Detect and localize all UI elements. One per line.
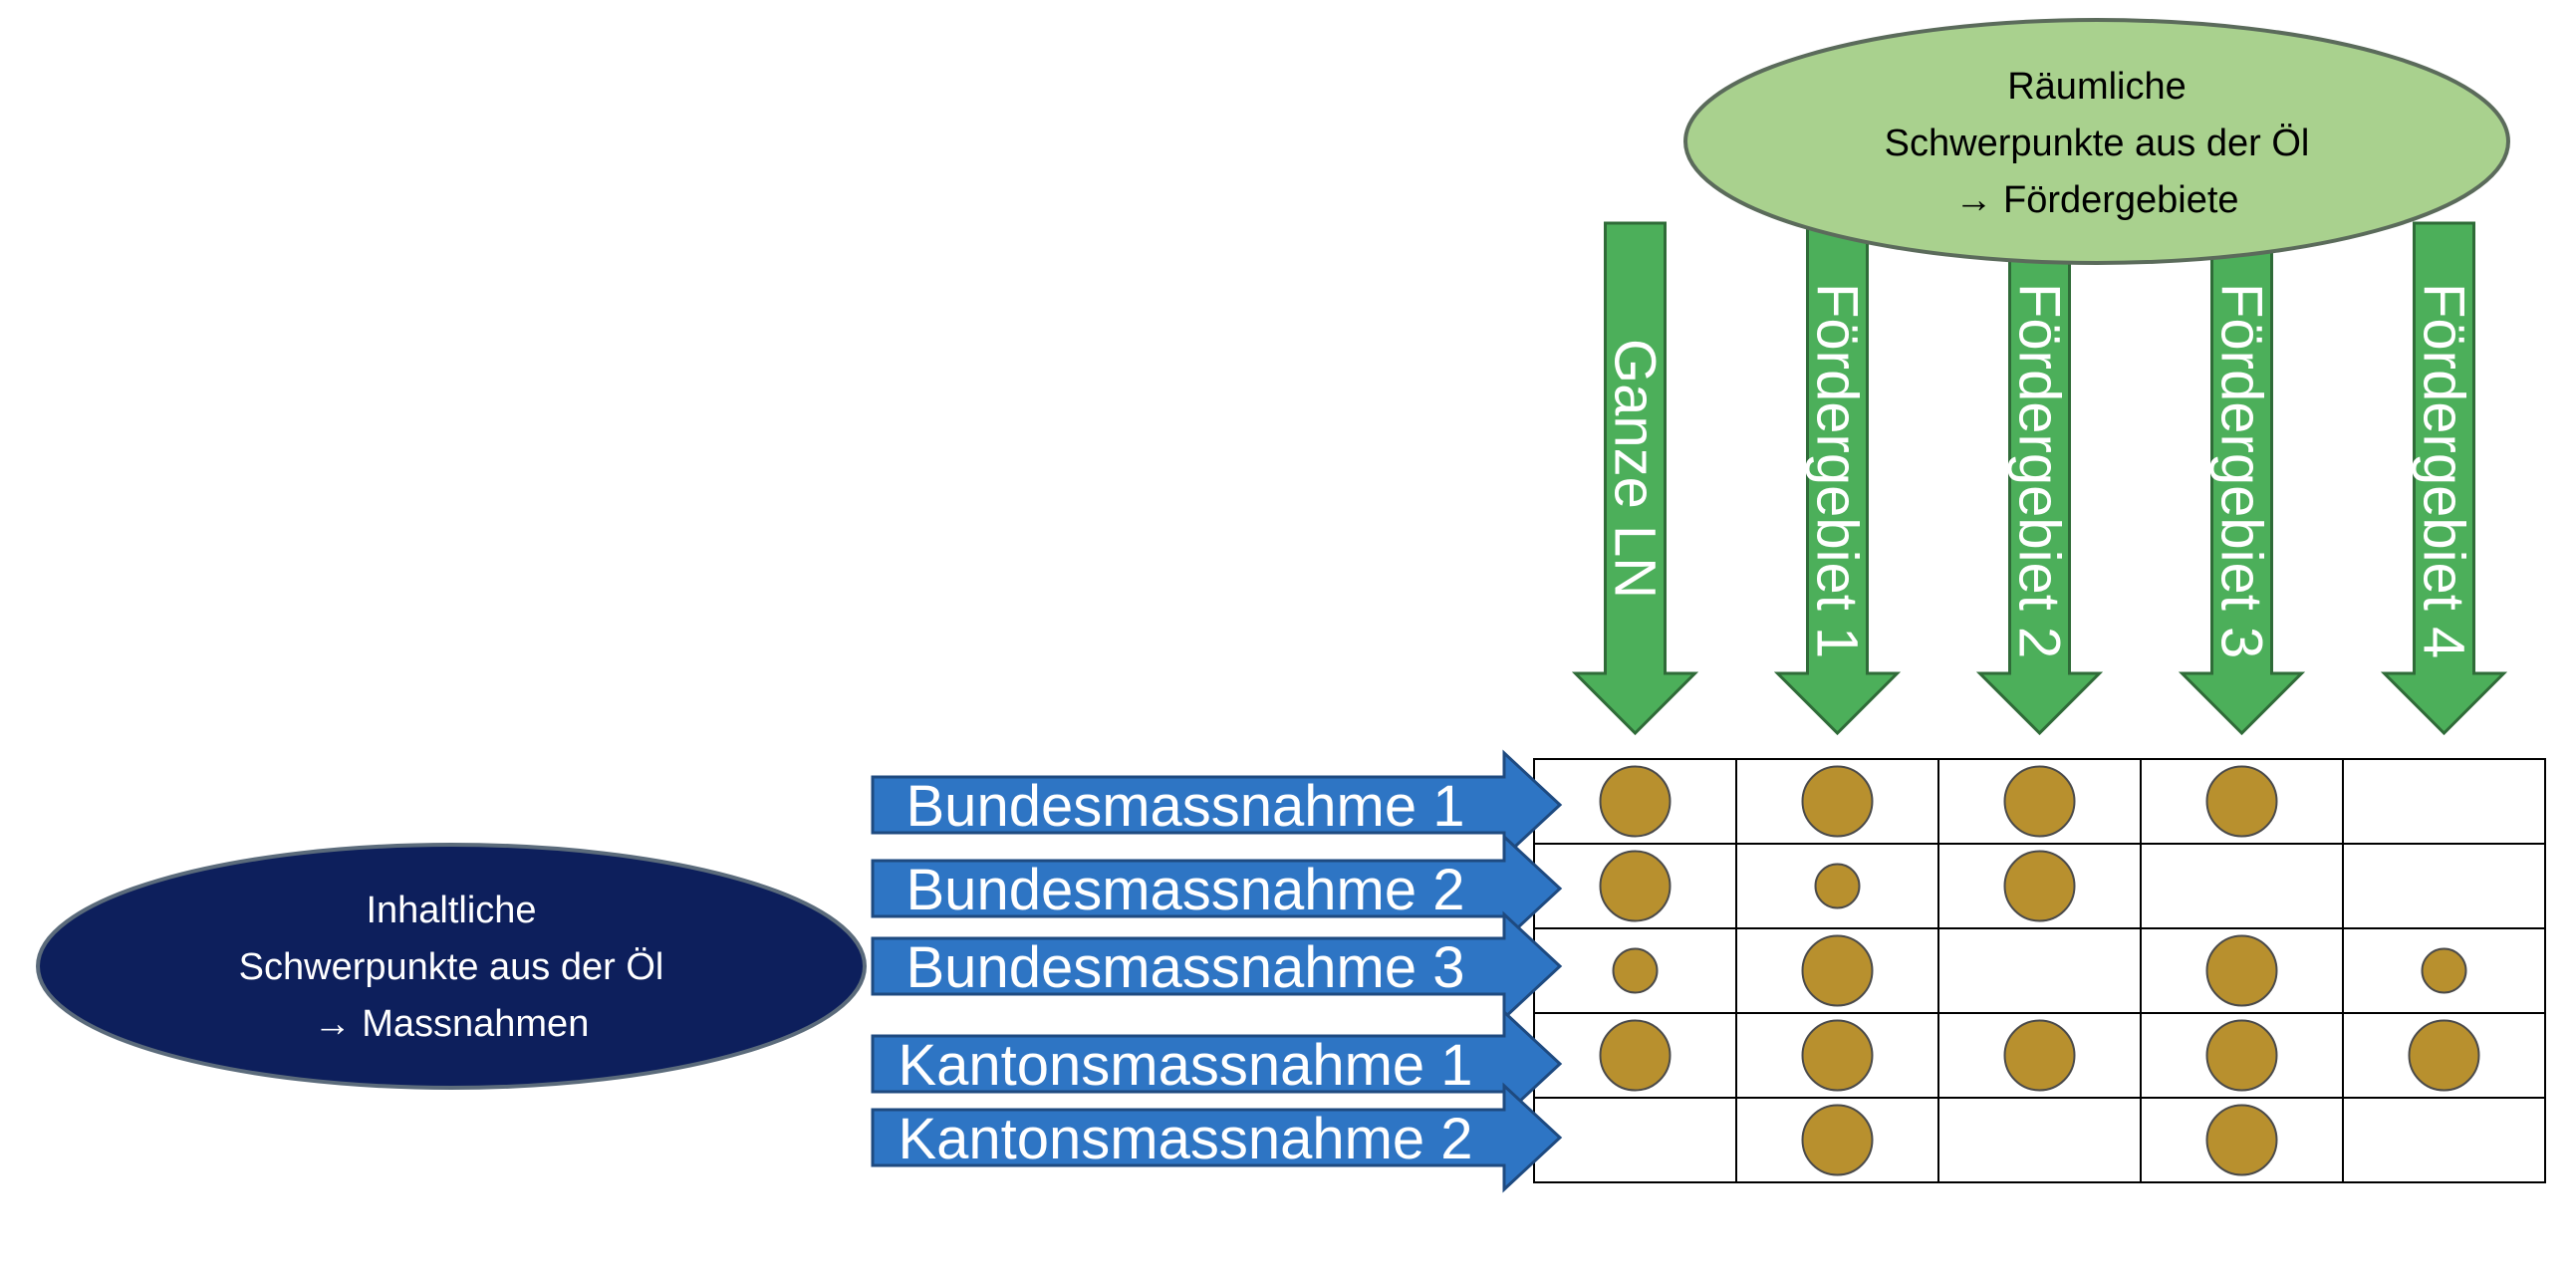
top-ellipse-line-2: Schwerpunkte aus der Öl <box>1885 123 2310 164</box>
small-dot <box>2421 947 2467 994</box>
large-dot <box>1599 1019 1672 1092</box>
left-ellipse-line-3: → Massnahmen <box>314 1003 590 1045</box>
row-arrow <box>871 1082 1563 1193</box>
left-ellipse-shape <box>36 843 867 1090</box>
large-dot <box>2003 765 2076 838</box>
large-dot <box>1801 1104 1874 1176</box>
row-label: Bundesmassnahme 3 <box>906 935 1465 1000</box>
column-arrow <box>1571 221 1699 736</box>
top-ellipse-line-1: Räumliche <box>2007 66 2187 108</box>
large-dot <box>1801 765 1874 838</box>
large-dot <box>2205 1104 2278 1176</box>
large-dot <box>1801 934 1874 1007</box>
large-dot <box>2205 934 2278 1007</box>
large-dot <box>2205 765 2278 838</box>
row-label: Kantonsmassnahme 1 <box>898 1033 1472 1098</box>
top-ellipse: Räumliche Schwerpunkte aus der Öl → Förd… <box>1683 18 2510 265</box>
large-dot <box>1801 1019 1874 1092</box>
large-dot <box>1599 765 1672 838</box>
row-arrow <box>871 910 1563 1022</box>
large-dot <box>2205 1019 2278 1092</box>
column-arrow <box>2178 221 2306 736</box>
large-dot <box>2408 1019 2480 1092</box>
column-arrow <box>1773 221 1902 736</box>
left-ellipse: Inhaltliche Schwerpunkte aus der Öl → Ma… <box>36 843 867 1090</box>
top-ellipse-shape <box>1683 18 2510 265</box>
left-ellipse-line-1: Inhaltliche <box>366 890 536 931</box>
column-label: Fördergebiet 2 <box>2007 283 2072 658</box>
column-label: Fördergebiet 1 <box>1805 283 1870 658</box>
column-label: Ganze LN <box>1603 339 1668 599</box>
row-label: Bundesmassnahme 1 <box>906 774 1465 839</box>
row-label: Bundesmassnahme 2 <box>906 858 1465 922</box>
row-arrow <box>871 749 1563 861</box>
matrix-dots <box>1599 765 2480 1176</box>
row-arrow <box>871 1008 1563 1120</box>
column-label: Fördergebiet 4 <box>2412 283 2476 658</box>
left-ellipse-line-2: Schwerpunkte aus der Öl <box>239 946 664 988</box>
top-ellipse-line-3: → Fördergebiete <box>1954 179 2238 221</box>
large-dot <box>2003 850 2076 922</box>
column-arrows: Ganze LN Fördergebiet 1 Fördergebiet 2 Förd… <box>1571 221 2508 736</box>
column-label: Fördergebiet 3 <box>2209 283 2274 658</box>
row-arrows: Bundesmassnahme 1 Bundesmassnahme 2 Bundes… <box>871 749 1563 1193</box>
column-arrow <box>1975 221 2104 736</box>
small-dot <box>1612 947 1659 994</box>
row-label: Kantonsmassnahme 2 <box>898 1107 1472 1171</box>
large-dot <box>1599 850 1672 922</box>
column-arrow <box>2380 221 2508 736</box>
row-arrow <box>871 833 1563 944</box>
large-dot <box>2003 1019 2076 1092</box>
small-dot <box>1814 863 1861 909</box>
